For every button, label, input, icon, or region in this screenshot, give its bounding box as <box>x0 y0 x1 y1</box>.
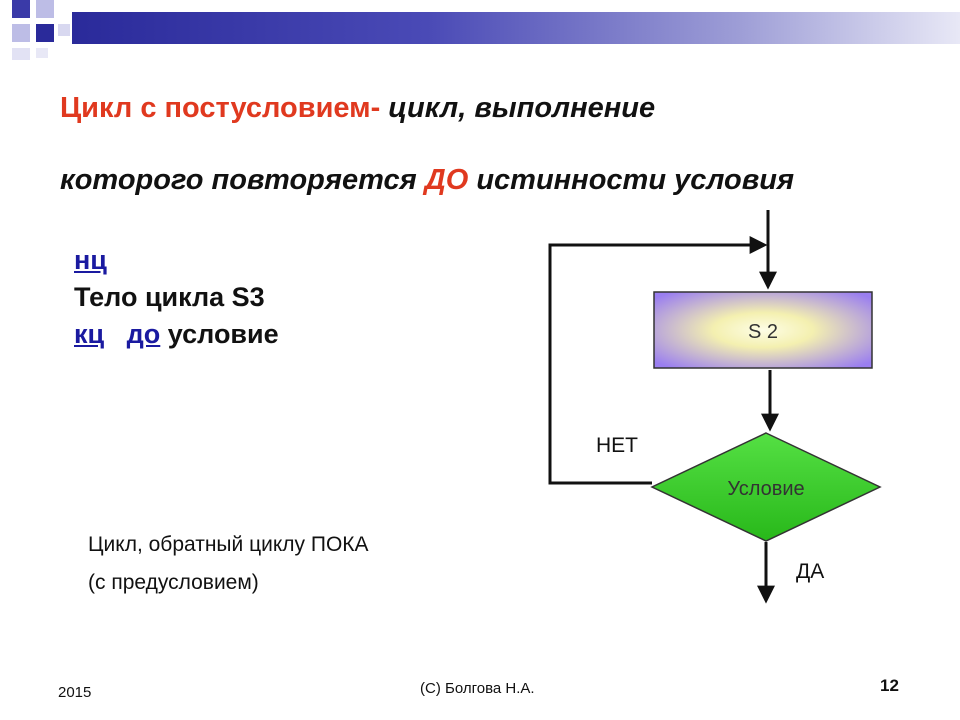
title-do: ДО <box>424 164 469 196</box>
title-definition: цикл, выполнение <box>380 92 656 124</box>
yes-branch-label: ДА <box>796 560 824 583</box>
keyword-do: до <box>126 319 161 349</box>
footer-year: 2015 <box>58 684 92 701</box>
title-definition-cont: которого повторяется <box>60 164 425 196</box>
header-gradient-bar <box>72 12 960 44</box>
page-number: 12 <box>880 676 899 695</box>
keyword-kc: кц <box>74 319 105 349</box>
decor-square <box>36 0 54 18</box>
decor-square <box>36 48 48 58</box>
no-branch-label: НЕТ <box>596 434 638 457</box>
note-block: Цикл, обратный циклу ПОКА (с предусловие… <box>88 526 369 602</box>
code-line-start: нц <box>74 242 279 279</box>
code-line-end: кц до условие <box>74 316 279 353</box>
note-line-1: Цикл, обратный циклу ПОКА <box>88 533 369 556</box>
code-line-body: Тело цикла S3 <box>74 282 265 312</box>
footer-author: (С) Болгова Н.А. <box>420 680 535 697</box>
pseudocode-block: нц Тело цикла S3 кц до условие <box>74 242 279 353</box>
process-block <box>653 291 873 369</box>
loop-back-line <box>548 236 768 485</box>
decor-square <box>36 24 54 42</box>
decision-label: Условие <box>727 478 804 500</box>
code-condition: условие <box>160 319 279 349</box>
decor-square <box>12 0 30 18</box>
title-definition-end: истинности условия <box>468 164 795 196</box>
decor-square <box>58 24 70 36</box>
title-term: Цикл с постусловием- <box>60 92 381 124</box>
decor-square <box>12 24 30 42</box>
decision-diamond <box>650 432 882 542</box>
decor-square <box>12 48 30 60</box>
keyword-nc: нц <box>74 245 107 275</box>
note-line-2: (с предусловием) <box>88 571 259 594</box>
slide-title: Цикл с постусловием- цикл, выполнение ко… <box>60 72 920 216</box>
process-label: S 2 <box>748 321 778 343</box>
